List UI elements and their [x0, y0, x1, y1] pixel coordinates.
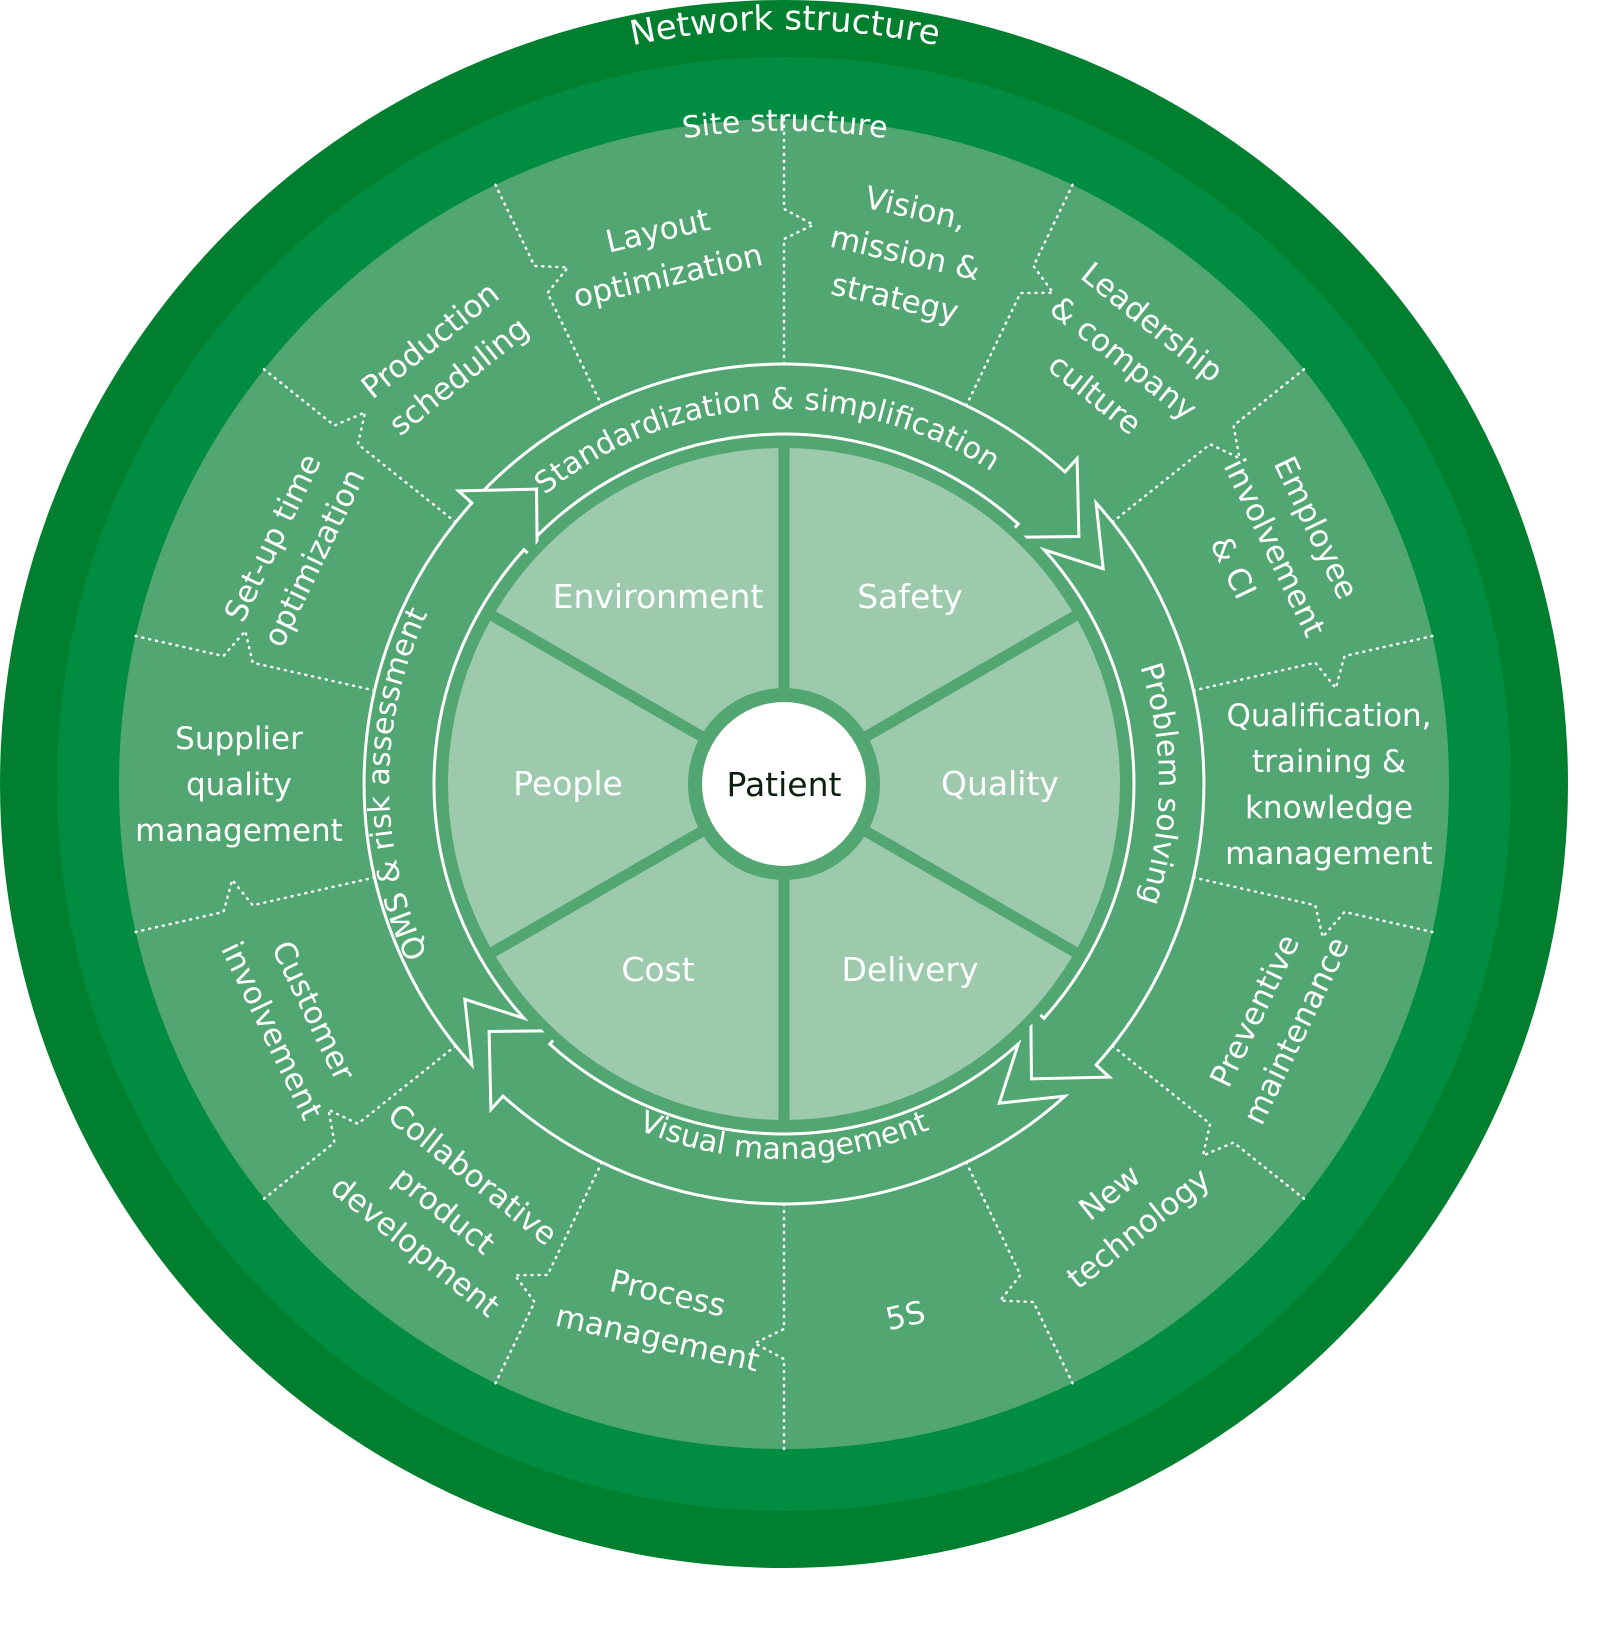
- topic-divider: [262, 1044, 457, 1200]
- cycle-arrow: [487, 1029, 1070, 1206]
- topic-divider: [1192, 634, 1434, 692]
- core-spoke: [482, 606, 709, 744]
- topic-divider: [134, 876, 376, 934]
- cycle-arrows: Standardization & simplificationProblem …: [362, 362, 1206, 1206]
- core-segment-label: Quality: [941, 764, 1059, 803]
- outer-topic-line: management: [135, 813, 343, 849]
- core-spoke: [859, 606, 1086, 744]
- outer-topic-line: training &: [1252, 744, 1406, 780]
- topic-divider: [1192, 876, 1434, 940]
- topic-divider: [134, 628, 376, 692]
- core-spoke: [859, 824, 1086, 962]
- core-segment-label: Delivery: [842, 950, 979, 989]
- outer-topic: 5S: [882, 1294, 928, 1338]
- topic-divider: [494, 1161, 604, 1385]
- outer-topic-line: management: [1225, 836, 1433, 872]
- outer-topic-line: 5S: [882, 1294, 928, 1338]
- core-spoke: [482, 824, 709, 962]
- patient-center: [702, 702, 866, 866]
- topic-divider: [1111, 368, 1306, 524]
- cycle-arrow: [1029, 498, 1206, 1081]
- outer-topic-line: knowledge: [1245, 790, 1413, 826]
- outer-topic: Qualification, training & knowledge managem…: [1225, 698, 1433, 872]
- topic-divider: [782, 117, 817, 366]
- outer-topic-line: quality: [186, 767, 292, 803]
- topic-divider: [494, 183, 604, 407]
- outer-topic-line: Supplier: [175, 721, 303, 757]
- cycle-arrow: [362, 487, 539, 1070]
- topic-dividers: [134, 117, 1434, 1451]
- patient-label: Patient: [727, 765, 842, 804]
- core-segment-label: Environment: [553, 577, 764, 616]
- core-segment-label: Cost: [621, 950, 694, 989]
- cycle-arrow: [467, 362, 1081, 555]
- outer-topic: Supplier quality management: [135, 721, 343, 849]
- topic-divider: [964, 183, 1074, 407]
- topic-divider: [964, 1161, 1074, 1385]
- topic-divider: [262, 368, 457, 524]
- core-segment-label: People: [513, 764, 623, 803]
- core-segment-label: Safety: [857, 577, 963, 616]
- topic-divider: [1111, 1044, 1306, 1200]
- outer-topic-line: Qualification,: [1226, 698, 1431, 734]
- topic-divider: [751, 1202, 786, 1451]
